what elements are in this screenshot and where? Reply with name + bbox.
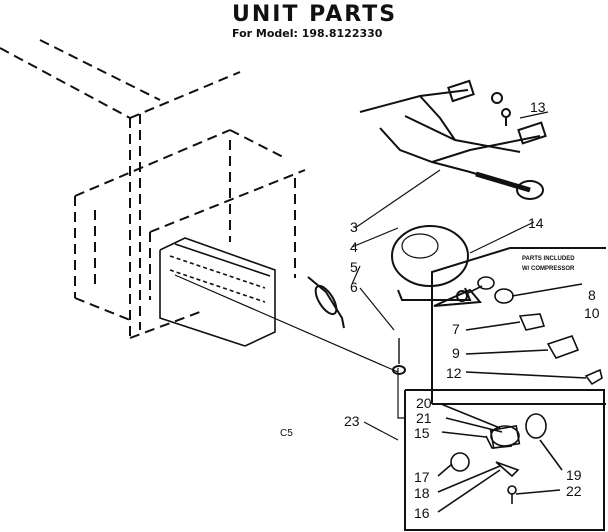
freezer-cabinet-outline <box>0 39 306 339</box>
compressor-compartment <box>159 237 276 347</box>
filter-drier <box>307 276 345 329</box>
lower-parts-detail <box>437 403 563 513</box>
callout-10: 10 <box>584 305 600 321</box>
callout-19: 19 <box>566 467 582 483</box>
callout-5: 5 <box>350 259 358 275</box>
parts-note-line2: W/ COMPRESSOR <box>522 266 575 272</box>
callout-15: 15 <box>414 425 430 441</box>
callout-3: 3 <box>350 219 358 235</box>
wiring-harness <box>359 79 547 200</box>
callout-14: 14 <box>528 215 544 231</box>
leader-lines <box>174 111 549 441</box>
model-subtitle: For Model: 198.8122330 <box>232 27 383 40</box>
callout-20: 20 <box>416 395 432 411</box>
callout-18: 18 <box>414 485 430 501</box>
callout-7: 7 <box>452 321 460 337</box>
callout-16: 16 <box>414 505 430 521</box>
callout-8: 8 <box>588 287 596 303</box>
lower-parts-box <box>404 389 605 531</box>
parts-note-line1: PARTS INCLUDED <box>522 256 575 262</box>
callout-6: 6 <box>350 279 358 295</box>
callout-17: 17 <box>414 469 430 485</box>
parts-included-box <box>431 247 606 405</box>
callout-12: 12 <box>446 365 462 381</box>
grommet <box>392 338 406 375</box>
callout-9: 9 <box>452 345 460 361</box>
diagram-title: UNIT PARTS <box>232 2 398 27</box>
screw-13 <box>501 108 511 126</box>
callout-21: 21 <box>416 410 432 426</box>
callout-13: 13 <box>530 99 546 115</box>
compressor-electrical-parts <box>465 276 603 386</box>
page-code: C5 <box>280 428 293 439</box>
callout-23: 23 <box>344 413 360 429</box>
callout-4: 4 <box>350 239 358 255</box>
callout-22: 22 <box>566 483 582 499</box>
